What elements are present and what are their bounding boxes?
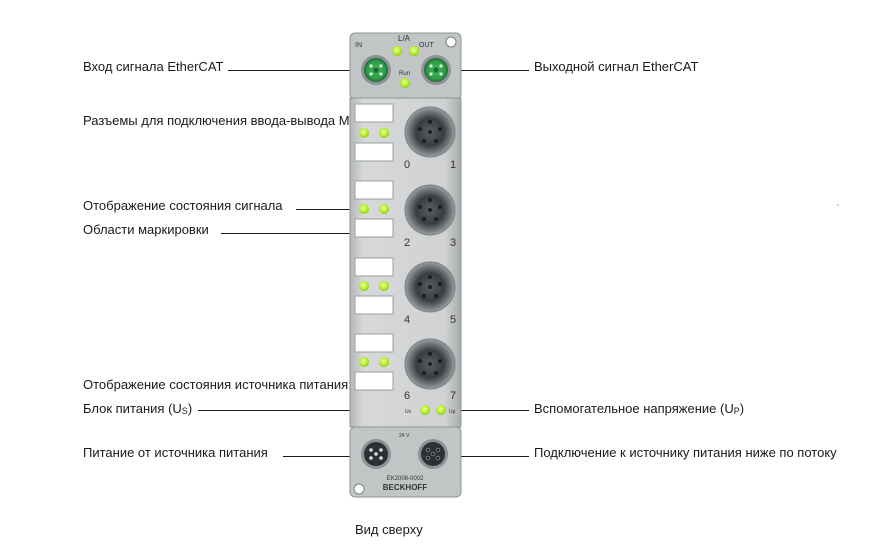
up-led-label: Up: [449, 409, 456, 415]
leader-line-power-feed: [283, 456, 365, 457]
channel-5-label: 5: [450, 314, 456, 326]
marking-area-icon: [354, 103, 394, 123]
marking-area-icon: [354, 333, 394, 353]
in-label: IN: [355, 42, 362, 49]
channel-group-6-7: 6 7: [354, 333, 456, 402]
out-label: OUT: [419, 42, 435, 49]
channel-group-2-3: 2 3: [354, 180, 456, 249]
channel-6-label: 6: [404, 390, 410, 402]
bottom-cap: 24 V EK2008-0002 BECKHOFF: [349, 426, 462, 498]
channel-4-label: 4: [404, 314, 410, 326]
la-in-led-icon: [392, 46, 402, 56]
label-m12-connectors: Разъемы для подключения ввода-вывода M12: [83, 113, 365, 128]
label-aux-voltage-up: Вспомогательное напряжение (UP): [534, 401, 745, 416]
label-power-feed: Питание от источника питания: [83, 445, 268, 460]
label-marking-areas: Области маркировки: [83, 222, 209, 237]
mounting-hole-bottom-icon: [353, 483, 365, 495]
marking-area-icon: [354, 142, 394, 162]
channel-1-label: 1: [450, 159, 456, 171]
ethercat-box-illustration: IN L/A OUT Run 0 1: [349, 32, 462, 498]
run-label: Run: [399, 71, 410, 77]
brand-logo: BECKHOFF: [383, 483, 428, 492]
run-led-icon: [400, 78, 410, 88]
channel-2-label: 2: [404, 237, 410, 249]
marking-area-icon: [354, 371, 394, 391]
mounting-hole-top-icon: [445, 36, 457, 48]
us-led-icon: [420, 405, 430, 415]
la-label: L/A: [398, 34, 411, 43]
model-label: EK2008-0002: [387, 476, 424, 482]
channel-group-4-5: 4 5: [354, 257, 456, 326]
status-led-1-icon: [379, 128, 389, 138]
status-led-2-icon: [359, 204, 369, 214]
marking-area-icon: [354, 257, 394, 277]
la-out-led-icon: [409, 46, 419, 56]
label-signal-status: Отображение состояния сигнала: [83, 198, 283, 213]
leader-line-downstream-power: [456, 456, 529, 457]
label-downstream-power: Подключение к источнику питания ниже по …: [534, 445, 837, 460]
power-in-connector-icon: [361, 439, 391, 469]
channel-group-0-1: 0 1: [354, 103, 456, 171]
label-ethercat-in: Вход сигнала EtherCAT: [83, 59, 224, 74]
stray-dot: [837, 204, 839, 206]
status-led-6-icon: [359, 357, 369, 367]
marking-area-icon: [354, 218, 394, 238]
power-out-connector-icon: [418, 439, 448, 469]
leader-line-ethercat-in: [228, 70, 362, 71]
power-voltage-label: 24 V: [399, 433, 410, 439]
channel-3-label: 3: [450, 237, 456, 249]
ethercat-out-connector-icon: [421, 55, 451, 85]
label-power-status-heading: Отображение состояния источника питания:: [83, 377, 352, 392]
status-led-5-icon: [379, 281, 389, 291]
channel-7-label: 7: [450, 390, 456, 402]
us-led-label: Us: [405, 409, 412, 415]
ethercat-in-connector-icon: [361, 55, 391, 85]
status-led-3-icon: [379, 204, 389, 214]
status-led-7-icon: [379, 357, 389, 367]
up-led-icon: [436, 405, 446, 415]
status-led-4-icon: [359, 281, 369, 291]
marking-area-icon: [354, 295, 394, 315]
leader-line-signal-status: [296, 209, 352, 210]
leader-line-power-supply-us: [198, 410, 409, 411]
channel-0-label: 0: [404, 159, 410, 171]
top-cap: IN L/A OUT Run: [349, 32, 462, 100]
label-power-supply-us: Блок питания (US): [83, 401, 193, 416]
figure-caption: Вид сверху: [355, 522, 423, 537]
leader-line-marking-areas: [221, 233, 352, 234]
leader-line-ethercat-out: [449, 70, 529, 71]
leader-line-aux-voltage-up: [449, 410, 529, 411]
marking-area-icon: [354, 180, 394, 200]
label-ethercat-out: Выходной сигнал EtherCAT: [534, 59, 699, 74]
status-led-0-icon: [359, 128, 369, 138]
